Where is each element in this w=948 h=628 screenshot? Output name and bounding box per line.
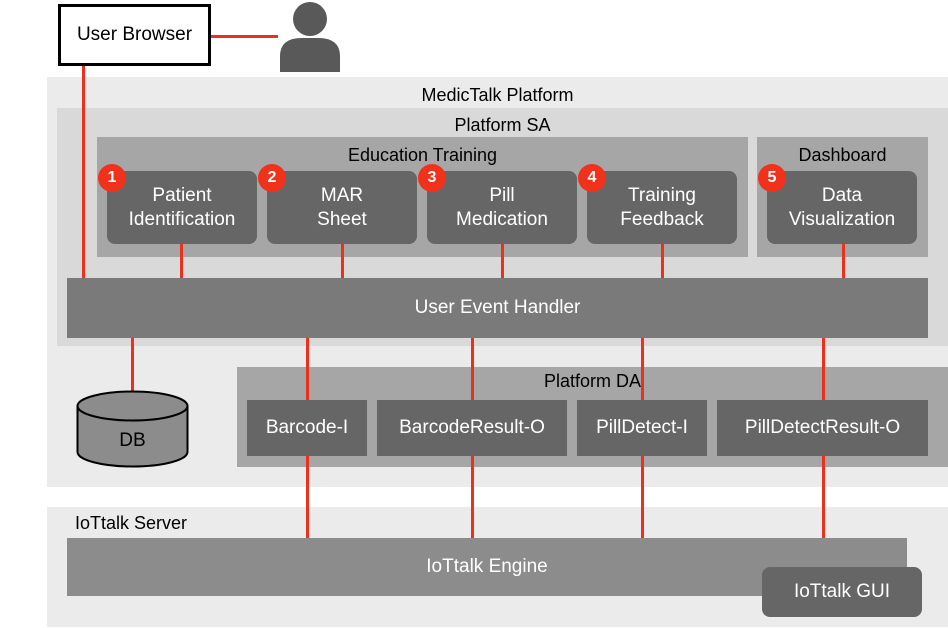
barcoderesult-o-engine-connector [471, 456, 474, 538]
data-visualization-line1: Data [821, 184, 863, 206]
iottalk-server-title: IoTtalk Server [75, 513, 188, 533]
barcode-i-box: Barcode-I [247, 400, 367, 456]
mar-sheet-line1: MAR [320, 184, 364, 206]
barcoderesult-o-box: BarcodeResult-O [377, 400, 567, 456]
db-cylinder: DB [76, 390, 189, 468]
barcoderesult-o-label: BarcodeResult-O [399, 417, 545, 438]
barcode-i-label: Barcode-I [265, 417, 349, 438]
platform-da-title: Platform DA [543, 371, 642, 391]
user-event-handler-box: User Event Handler [67, 278, 928, 338]
patient-identification-line2: Identification [128, 208, 236, 230]
browser-connector [82, 66, 85, 278]
db-label: DB [119, 430, 146, 451]
patient-identification-line1: Patient [152, 184, 212, 206]
dashboard-title: Dashboard [798, 145, 887, 165]
user-event-handler-label: User Event Handler [414, 297, 581, 318]
step-5-badge: 5 [758, 164, 786, 192]
barcode-i-handler-connector [306, 338, 309, 400]
user-person-icon [278, 0, 342, 72]
barcoderesult-o-handler-connector [471, 338, 474, 400]
training-feedback-line2: Feedback [620, 208, 704, 230]
step-1-badge: 1 [98, 164, 126, 192]
pilldetect-i-label: PillDetect-I [596, 417, 688, 438]
pill-medication-line1: Pill [489, 184, 515, 206]
module1-connector [180, 244, 183, 278]
education-training-title: Education Training [347, 145, 498, 165]
iottalk-gui-label: IoTtalk GUI [793, 581, 891, 602]
user-browser-box: User Browser [58, 4, 211, 66]
user-browser-label: User Browser [76, 24, 193, 45]
pill-medication-module: Pill Medication [427, 171, 577, 244]
data-visualization-module: Data Visualization [767, 171, 917, 244]
pilldetectresult-o-engine-connector [822, 456, 825, 538]
mar-sheet-module: MAR Sheet [267, 171, 417, 244]
module5-connector [842, 244, 845, 278]
module2-connector [341, 244, 344, 278]
pilldetectresult-o-label: PillDetectResult-O [744, 417, 901, 438]
pill-medication-line2: Medication [456, 208, 548, 230]
pilldetect-i-handler-connector [641, 338, 644, 400]
platform-sa-title: Platform SA [454, 115, 551, 135]
module3-connector [501, 244, 504, 278]
module4-connector [661, 244, 664, 278]
training-feedback-line1: Training [628, 184, 696, 206]
pilldetectresult-o-handler-connector [822, 338, 825, 400]
barcode-i-engine-connector [306, 456, 309, 538]
step-3-badge: 3 [418, 164, 446, 192]
pilldetect-i-engine-connector [641, 456, 644, 538]
step-4-badge: 4 [578, 164, 606, 192]
pilldetectresult-o-box: PillDetectResult-O [717, 400, 928, 456]
training-feedback-module: Training Feedback [587, 171, 737, 244]
iottalk-gui-box: IoTtalk GUI [762, 567, 922, 617]
user-icon-connector [210, 35, 278, 38]
db-connector [131, 338, 134, 394]
pilldetect-i-box: PillDetect-I [577, 400, 707, 456]
medictalk-platform-title: MedicTalk Platform [421, 85, 574, 105]
step-2-badge: 2 [258, 164, 286, 192]
mar-sheet-line2: Sheet [317, 208, 367, 230]
patient-identification-module: Patient Identification [107, 171, 257, 244]
iottalk-engine-label: IoTtalk Engine [426, 556, 548, 577]
data-visualization-line2: Visualization [788, 208, 896, 230]
